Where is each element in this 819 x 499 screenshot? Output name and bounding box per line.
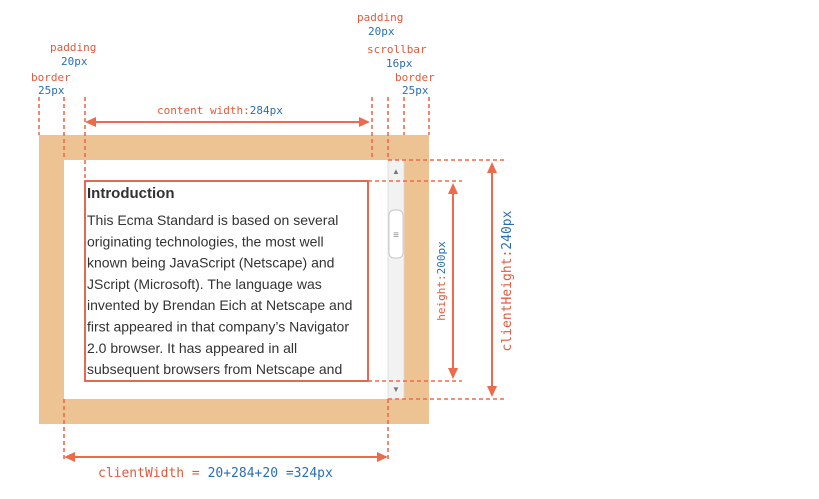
content-box-outline [84,180,369,382]
content-line: first appeared in that company’s Navigat… [87,319,349,335]
client-height-label: clientHeight:240px [500,210,515,351]
content-line: originating technologies, the most well [87,233,324,249]
client-width-arrow [64,452,388,462]
scrollbar-label: scrollbar [367,43,427,56]
grip-icon: ≡ [393,230,399,241]
scrollbar-track [387,159,405,400]
content-width-name: content width: [157,104,250,117]
border-left-value: 25px [38,84,65,97]
scroll-up-icon[interactable]: ▲ [392,167,400,176]
client-width-name: clientWidth = [98,466,208,481]
scroll-down-icon[interactable]: ▼ [392,385,400,394]
border-right-label: border [395,71,435,84]
scrollbar-thumb[interactable] [388,209,404,259]
height-arrow [448,183,458,379]
content-heading: Introduction [87,185,174,202]
client-height-arrow [487,162,497,397]
border-left-label: border [31,71,71,84]
content-body: This Ecma Standard is based on several or… [87,212,352,377]
scrollbar-value: 16px [386,57,413,70]
content-line: This Ecma Standard is based on several [87,212,338,228]
client-width-label: clientWidth = 20+284+20 =324px [98,466,333,481]
padding-right-label: padding [357,11,403,24]
height-value: 200px [435,241,448,274]
content-line: 2.0 browser. It has appeared in all [87,340,297,356]
client-height-name: clientHeight: [500,250,515,352]
client-height-value: 240px [500,210,515,249]
content-width-arrow [85,117,370,127]
scrollbar[interactable]: ▲ ≡ ▼ [387,159,405,400]
padding-left-label: padding [50,41,96,54]
content-line: invented by Brendan Eich at Netscape and [87,297,352,313]
border-right-value: 25px [402,84,429,97]
height-name: height: [435,274,448,320]
height-label: height:200px [435,241,448,321]
client-area [64,160,404,399]
content-line: JScript (Microsoft). The language was [87,276,322,292]
content-line: known being JavaScript (Netscape) and [87,255,334,271]
content-width-value: 284px [250,104,283,117]
padding-right-value: 20px [368,25,395,38]
scroll-content: Introduction This Ecma Standard is based… [87,185,352,377]
client-width-value: 20+284+20 =324px [208,466,333,481]
content-line: subsequent browsers from Netscape and [87,361,342,377]
content-width-label: content width:284px [157,104,283,117]
padding-left-value: 20px [61,55,88,68]
